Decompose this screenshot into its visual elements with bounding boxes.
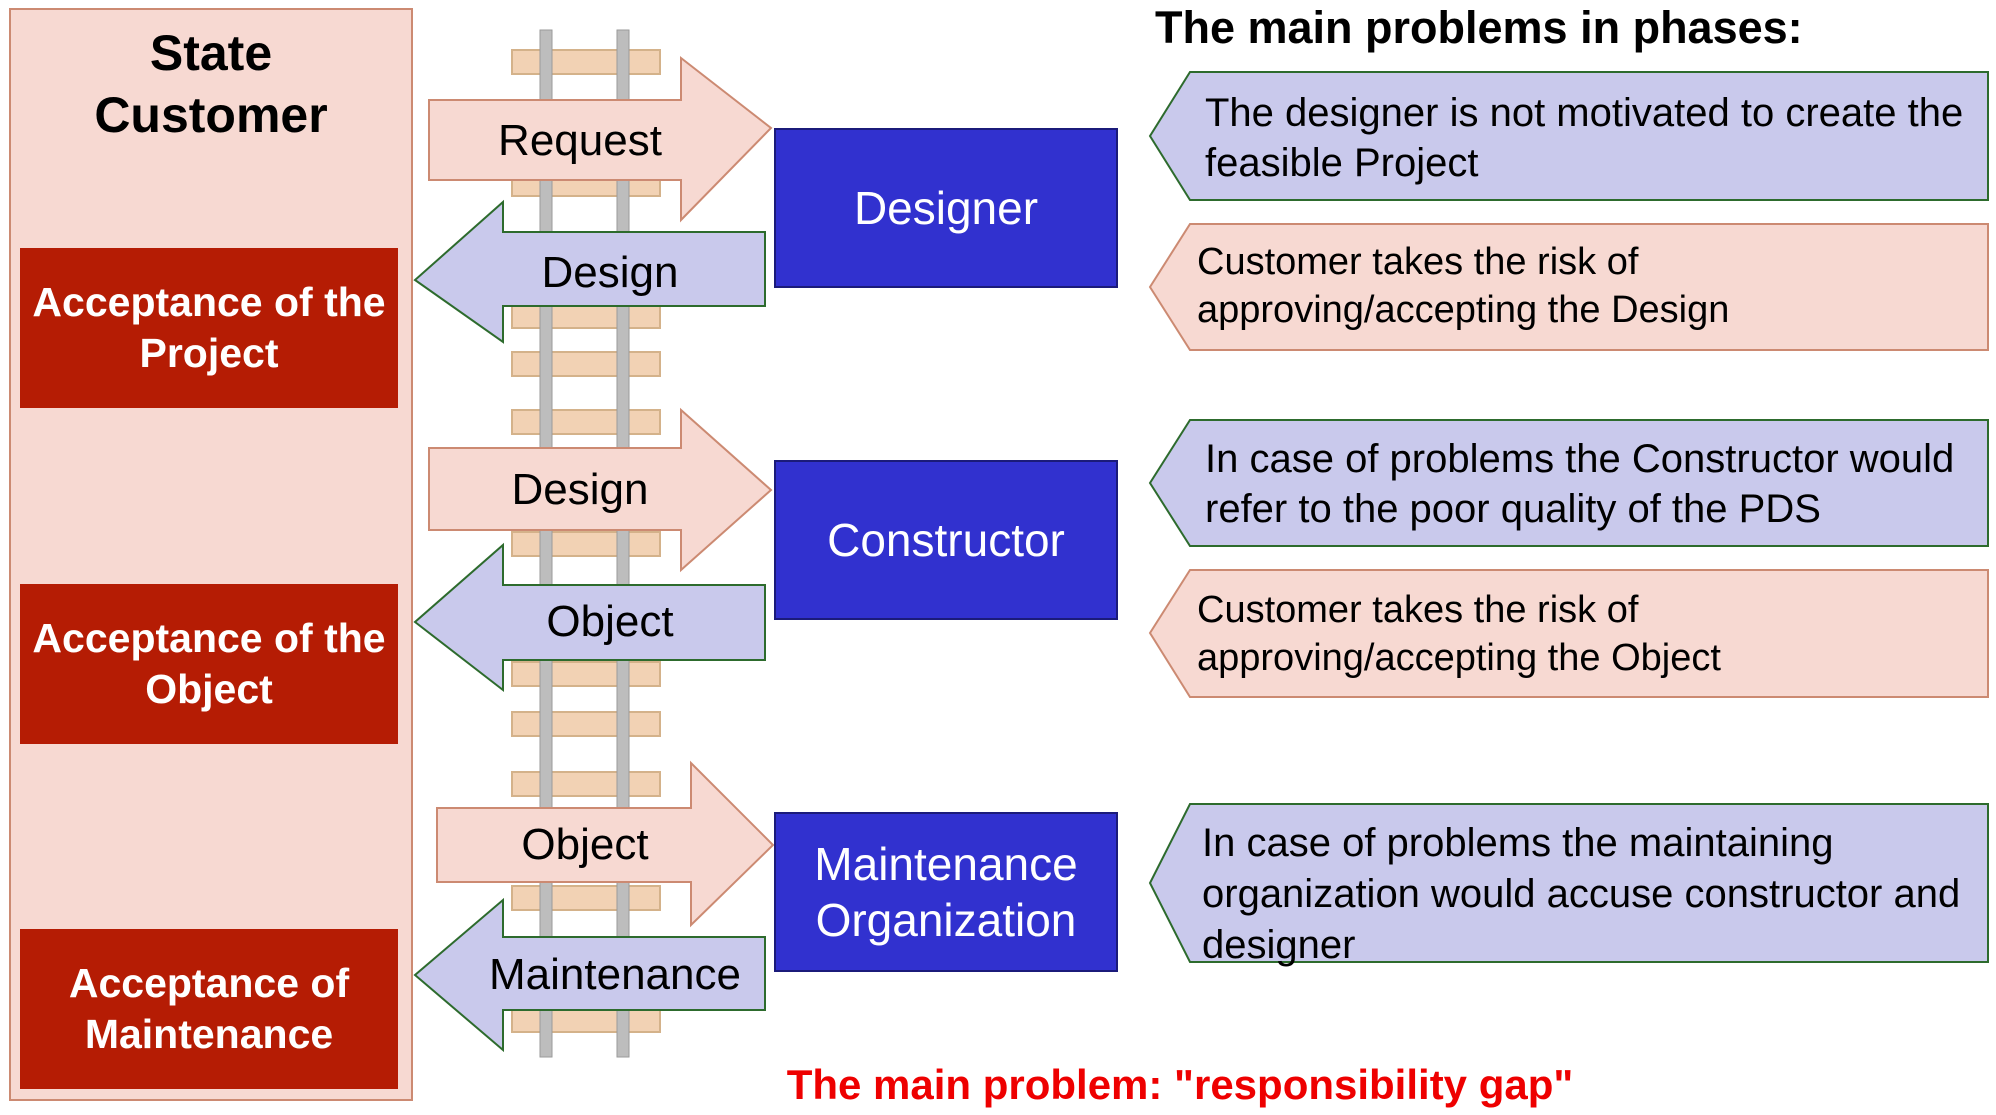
arrow-design-back	[413, 199, 766, 344]
callout-5	[1148, 803, 1989, 963]
constructor-label: Constructor	[827, 514, 1065, 566]
maintenance-label-line1: Maintenance	[814, 838, 1078, 890]
acceptance-project-box: Acceptance of the Project	[20, 248, 398, 408]
problem-text-3: In case of problems the Constructor woul…	[1205, 437, 1955, 531]
customer-title: State Customer	[9, 22, 413, 146]
acceptance-maintenance-box: Acceptance of Maintenance	[20, 929, 398, 1089]
acceptance-object-label: Acceptance of the Object	[32, 615, 386, 712]
callout-4	[1148, 569, 1989, 698]
arrow-object-forward	[436, 760, 775, 928]
problems-title: The main problems in phases:	[1155, 2, 1803, 53]
arrow-request-label: Request	[498, 116, 662, 165]
constructor-box: Constructor	[774, 460, 1118, 620]
maintenance-organization-box: Maintenance Organization	[774, 812, 1118, 972]
problem-text-5: In case of problems the maintaining orga…	[1202, 821, 1961, 967]
acceptance-maintenance-label: Acceptance of Maintenance	[68, 960, 350, 1057]
problem-text-2: Customer takes the risk of approving/acc…	[1197, 241, 1730, 331]
arrow-object-back	[413, 542, 766, 693]
problem-text-4: Customer takes the risk of approving/acc…	[1197, 589, 1721, 679]
main-problem-statement: The main problem: "responsibility gap"	[786, 1061, 1574, 1108]
customer-title-line1: State	[149, 25, 273, 81]
arrow-object-forward-label: Object	[521, 820, 649, 869]
designer-box: Designer	[774, 128, 1118, 288]
arrow-design-forward-label: Design	[511, 465, 649, 514]
arrow-request	[428, 55, 773, 223]
arrow-design-back-label: Design	[541, 248, 679, 297]
problem-text-1: The designer is not motivated to create …	[1205, 91, 1964, 185]
arrow-maintenance-back-label: Maintenance	[489, 950, 741, 999]
acceptance-object-box: Acceptance of the Object	[20, 584, 398, 744]
callout-2	[1148, 223, 1989, 351]
customer-panel	[9, 8, 413, 1101]
railway-track	[511, 49, 661, 1033]
designer-label: Designer	[853, 182, 1039, 234]
acceptance-project-label: Acceptance of the Project	[32, 279, 386, 376]
callout-1	[1148, 71, 1989, 201]
arrow-maintenance-back	[413, 897, 766, 1053]
arrow-design-forward	[428, 407, 773, 573]
customer-title-line2: Customer	[94, 87, 328, 143]
callout-3	[1148, 419, 1989, 547]
maintenance-label-line2: Organization	[815, 894, 1077, 946]
arrow-object-back-label: Object	[546, 597, 674, 646]
